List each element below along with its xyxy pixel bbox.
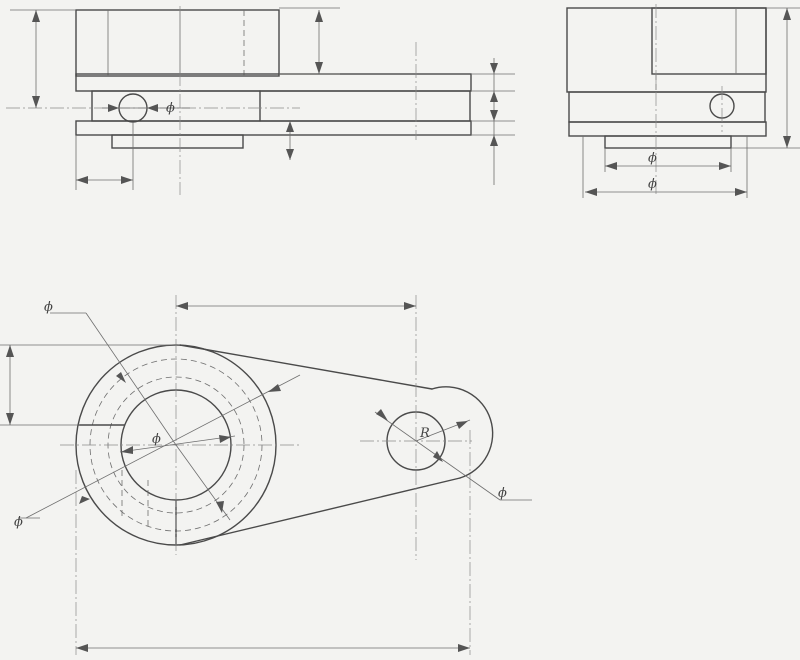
plan-ring-diameter-symbol: ϕ (14, 515, 23, 530)
side-inner-diameter-symbol: ϕ (648, 151, 657, 166)
plan-small-bore-diameter-symbol: ϕ (498, 486, 507, 501)
side-outer-diameter-symbol: ϕ (648, 177, 657, 192)
plan-view: ϕ ϕ ϕ ϕ R (0, 295, 532, 655)
side-view: ϕ ϕ (566, 4, 800, 198)
plan-radius-symbol: R (419, 426, 430, 441)
plan-inner-diameter-symbol: ϕ (152, 432, 161, 447)
front-view: ϕ (6, 6, 515, 195)
plan-outer-diameter-symbol: ϕ (44, 300, 53, 315)
front-bore-diameter-symbol: ϕ (166, 101, 175, 116)
